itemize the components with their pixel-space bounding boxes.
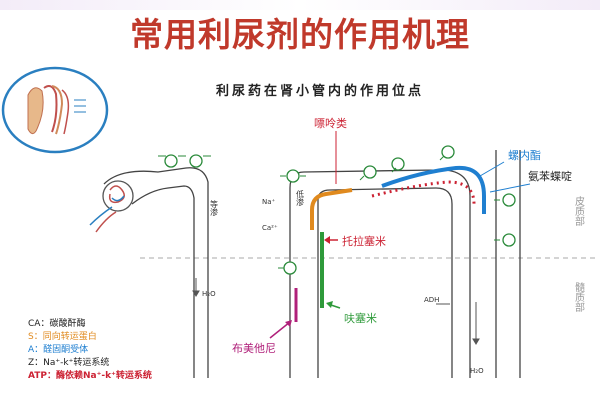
- drug-label-spironolactone: 螺内酯: [508, 148, 541, 162]
- drug-label-caffeine: 嘌呤类: [314, 116, 347, 130]
- water-flow-arrows: [192, 278, 480, 345]
- ca-label: Ca²⁺: [262, 224, 278, 232]
- glomerulus: [89, 180, 134, 233]
- drug-label-triamterene: 氨苯蝶啶: [528, 169, 572, 183]
- legend: CA：碳酸酐酶 S：同向转运蛋白 A：醛固酮受体 Z：Na⁺-k⁺转运系统 AT…: [28, 318, 152, 383]
- drug-label-bumetanide: 布美他尼: [232, 342, 276, 355]
- isotonic-label: 等渗: [210, 199, 219, 217]
- kidney-thumbnail: [1, 66, 109, 154]
- water-label-2: H₂O: [470, 367, 484, 375]
- na-label: Na⁺: [262, 198, 276, 206]
- triamterene-site-bar: [381, 165, 486, 214]
- bumetanide-arrow: [269, 320, 292, 339]
- adh-label: ADH: [424, 296, 439, 304]
- legend-item-ca: CA：碳酸酐酶: [28, 319, 86, 329]
- drug-label-furosemide: 呋塞米: [344, 311, 377, 325]
- legend-item-atp: ATP：酶依赖Na⁺-k⁺转运系统: [28, 371, 152, 381]
- loop-of-henle: [289, 169, 471, 378]
- transporter-nodes: [164, 145, 516, 275]
- collecting-duct: [451, 150, 521, 378]
- spironolactone-leader: [479, 161, 505, 177]
- page-title: 常用利尿剂的作用机理: [130, 15, 470, 54]
- transport-arrows: [158, 155, 500, 269]
- drug-label-torsemide: 托拉塞米: [342, 234, 386, 248]
- torsemide-arrow: [324, 236, 338, 244]
- furosemide-arrow: [326, 301, 341, 309]
- water-label-1: H₂O: [202, 290, 216, 298]
- region-label-medulla: 髓质部: [573, 281, 585, 313]
- hypotonic-label: 低渗: [296, 189, 305, 207]
- region-label-cortex: 皮质部: [573, 195, 585, 227]
- legend-item-z: Z：Na⁺-k⁺转运系统: [28, 358, 110, 368]
- legend-item-a: A：醛固酮受体: [28, 345, 89, 355]
- triamterene-leader: [489, 183, 531, 193]
- proximal-tubule: [103, 167, 209, 378]
- top-band: [0, 0, 600, 10]
- caffeine-site-bar: [310, 188, 353, 230]
- diagram-subtitle: 利尿药在肾小管内的作用位点: [215, 84, 424, 99]
- legend-item-s: S：同向转运蛋白: [28, 332, 97, 342]
- atp-pump-dots: [371, 180, 476, 205]
